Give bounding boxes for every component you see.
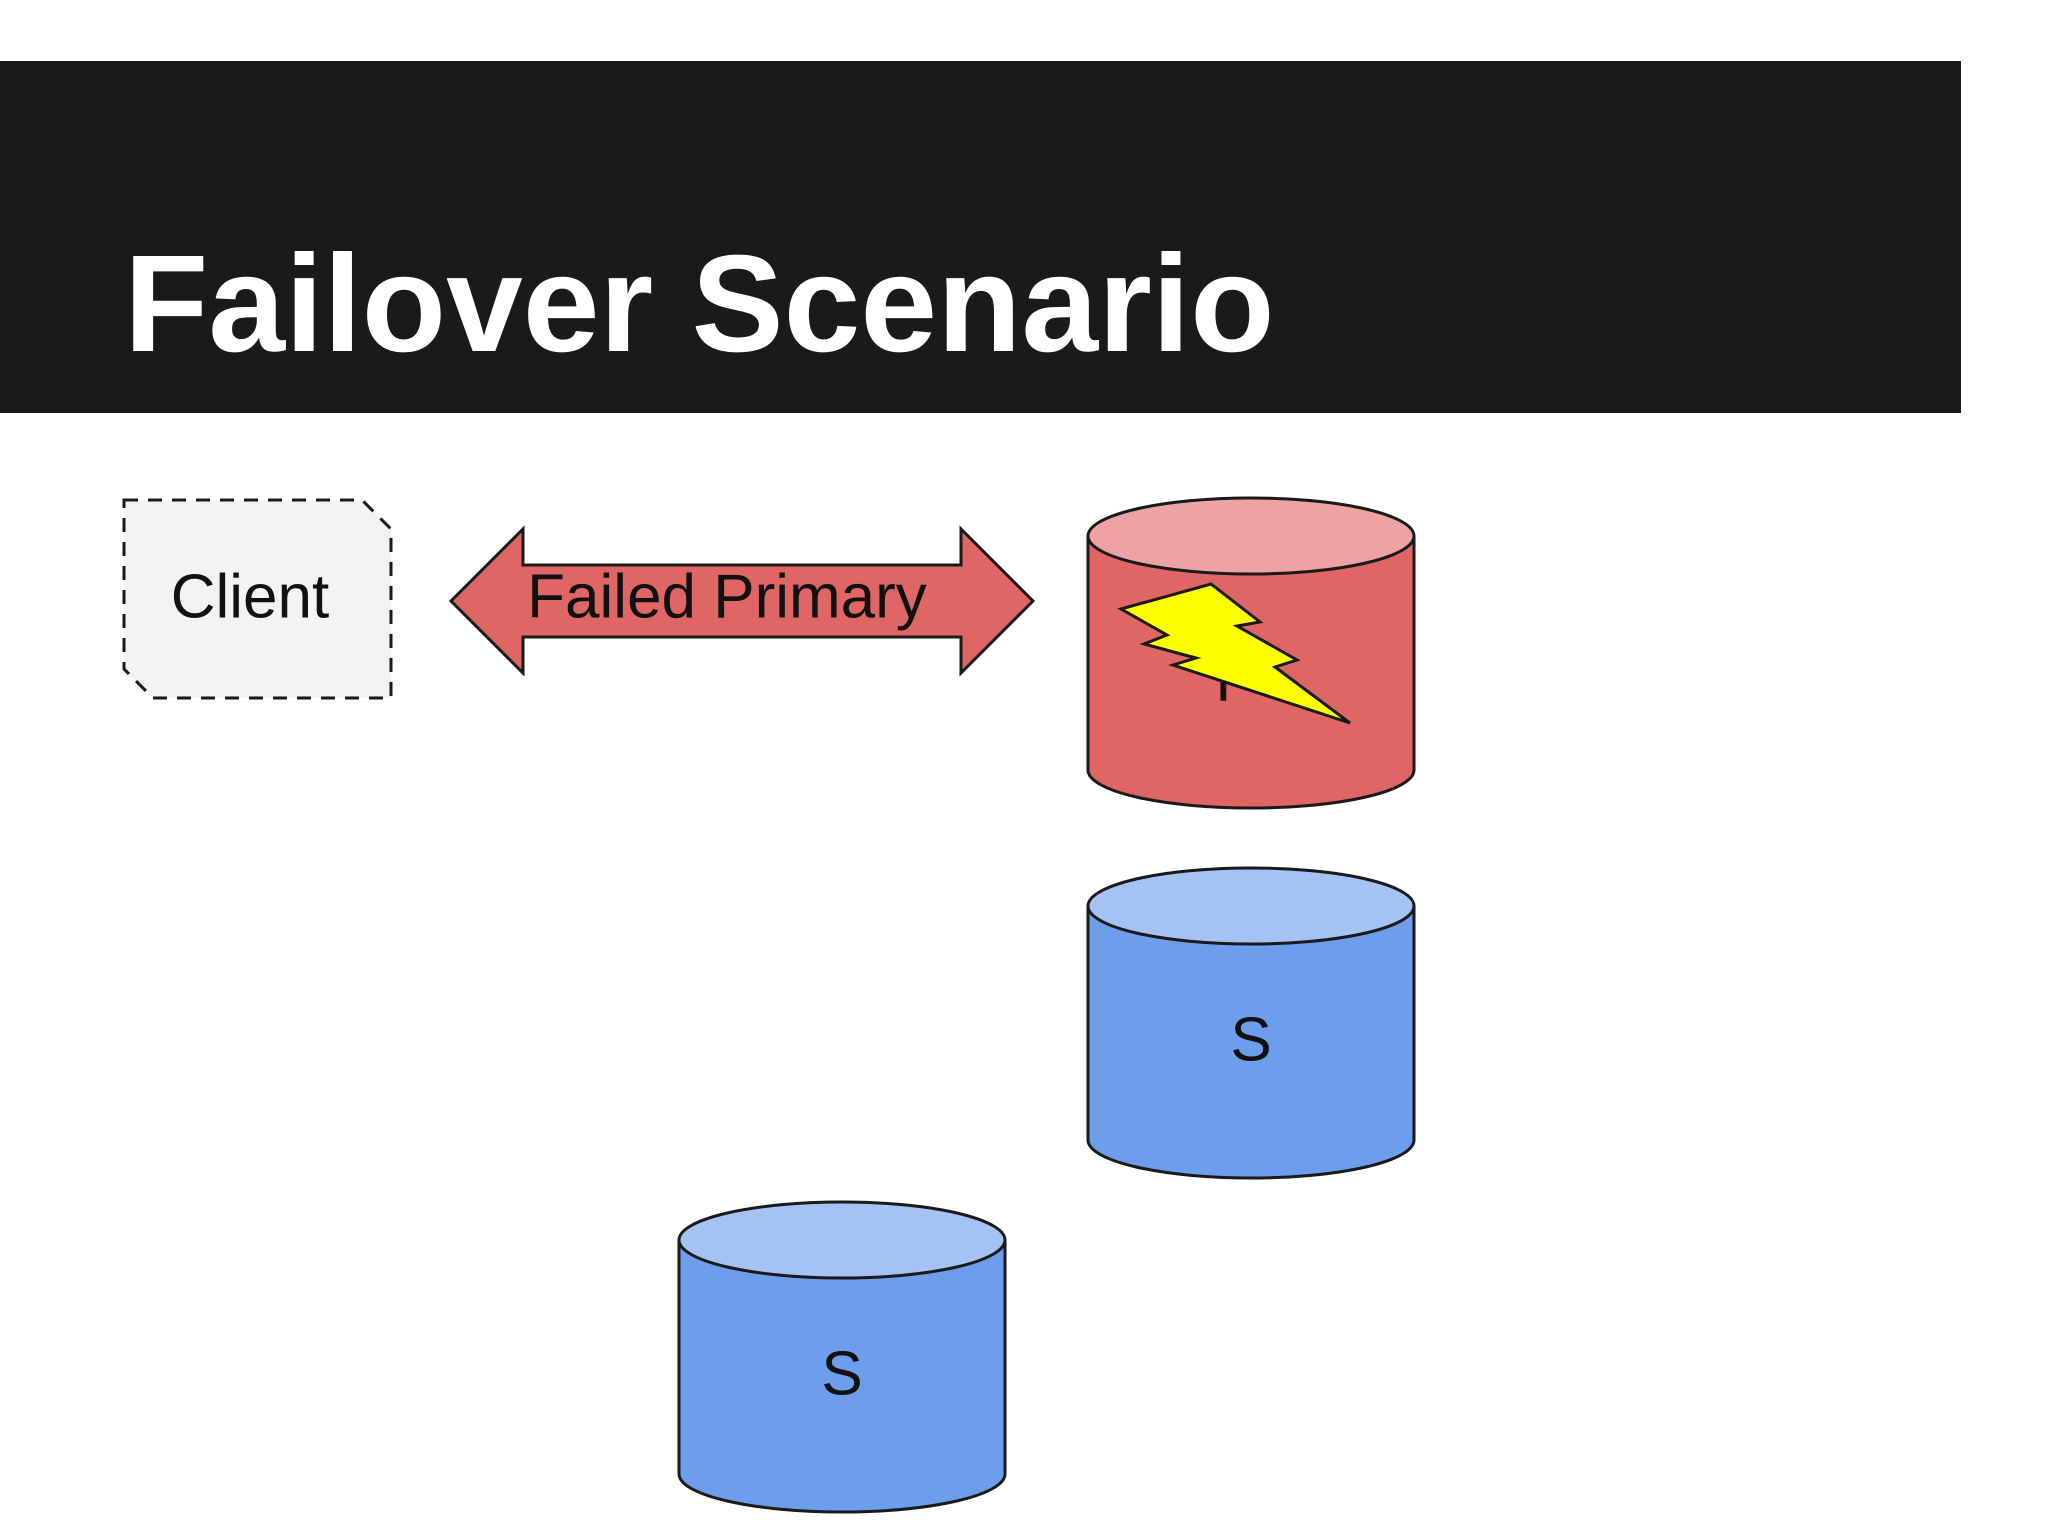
lightning-bolt-icon bbox=[1117, 582, 1351, 725]
failed-primary-link: Failed Primary bbox=[448, 525, 1036, 677]
secondary-database-2: S bbox=[677, 1200, 1007, 1514]
title-bar bbox=[0, 61, 1961, 413]
secondary-database-1: S bbox=[1086, 866, 1416, 1180]
secondary-1-label: S bbox=[1230, 1005, 1271, 1074]
secondary-2-label: S bbox=[821, 1339, 862, 1408]
failed-primary-label: Failed Primary bbox=[527, 562, 927, 631]
client-label: Client bbox=[171, 562, 330, 631]
client-node: Client bbox=[122, 498, 393, 700]
slide-title: Failover Scenario bbox=[124, 227, 1275, 381]
